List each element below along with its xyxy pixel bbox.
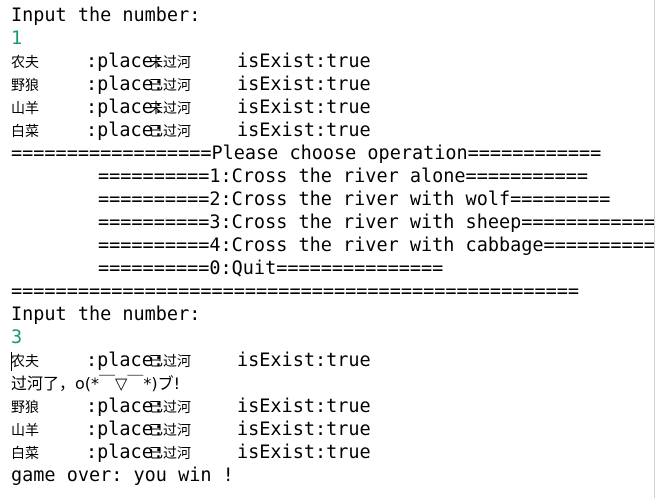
text-cursor xyxy=(11,352,12,371)
item-name: 野狼 xyxy=(11,78,39,94)
status-label: isExist:true xyxy=(237,74,371,95)
state-row-wolf: 野狼 :place:已过河 isExist:true xyxy=(11,73,371,96)
menu-footer: ========================================… xyxy=(11,281,580,302)
place-label: :place: xyxy=(86,97,164,118)
place-value: 已过河 xyxy=(149,354,191,370)
item-name: 山羊 xyxy=(11,423,39,439)
game-result: game over: you win ! xyxy=(11,465,234,486)
user-input-value: 1 xyxy=(11,28,23,49)
place-label: :place: xyxy=(86,350,164,371)
place-value: 已过河 xyxy=(149,78,191,94)
menu-option-sheep: ==========3:Cross the river with sheep==… xyxy=(98,212,655,233)
item-name: 农夫 xyxy=(11,55,39,71)
place-value: 已过河 xyxy=(149,124,191,140)
status-label: isExist:true xyxy=(237,120,371,141)
place-value: 已过河 xyxy=(149,423,191,439)
status-label: isExist:true xyxy=(237,396,371,417)
status-label: isExist:true xyxy=(237,442,371,463)
place-label: :place: xyxy=(86,396,164,417)
state-row-wolf: 野狼 :place:已过河 isExist:true xyxy=(11,395,371,418)
input-prompt: Input the number: xyxy=(11,5,201,26)
menu-option-wolf: ==========2:Cross the river with wolf===… xyxy=(98,189,611,210)
item-name: 农夫 xyxy=(11,354,39,370)
item-name: 山羊 xyxy=(11,101,39,117)
menu-header: ==================Please choose operatio… xyxy=(11,143,602,164)
item-name: 白菜 xyxy=(11,124,39,140)
state-row-sheep: 山羊 :place:未过河 isExist:true xyxy=(11,96,371,119)
menu-option-alone: ==========1:Cross the river alone=======… xyxy=(98,166,589,187)
state-row-cabbage: 白菜 :place:已过河 isExist:true xyxy=(11,119,371,142)
status-label: isExist:true xyxy=(237,51,371,72)
place-value: 已过河 xyxy=(149,446,191,462)
item-name: 野狼 xyxy=(11,400,39,416)
user-input-value: 3 xyxy=(11,327,23,348)
state-row-cabbage: 白菜 :place:已过河 isExist:true xyxy=(11,441,371,464)
state-row-farmer: 农夫 :place:未过河 isExist:true xyxy=(11,50,371,73)
menu-option-cabbage: ==========4:Cross the river with cabbage… xyxy=(98,235,655,256)
place-label: :place: xyxy=(86,74,164,95)
status-label: isExist:true xyxy=(237,350,371,371)
crossed-message: 过河了，o(*￣▽￣*)ブ! xyxy=(11,374,180,393)
place-label: :place: xyxy=(86,419,164,440)
item-name: 白菜 xyxy=(11,446,39,462)
place-label: :place: xyxy=(86,120,164,141)
place-label: :place: xyxy=(86,51,164,72)
status-label: isExist:true xyxy=(237,97,371,118)
place-label: :place: xyxy=(86,442,164,463)
state-row-sheep: 山羊 :place:已过河 isExist:true xyxy=(11,418,371,441)
input-prompt: Input the number: xyxy=(11,304,201,325)
menu-option-quit: ==========0:Quit=============== xyxy=(98,258,444,279)
state-row-farmer: 农夫 :place:已过河 isExist:true xyxy=(11,349,371,372)
status-label: isExist:true xyxy=(237,419,371,440)
place-value: 未过河 xyxy=(149,101,191,117)
place-value: 已过河 xyxy=(149,400,191,416)
place-value: 未过河 xyxy=(149,55,191,71)
